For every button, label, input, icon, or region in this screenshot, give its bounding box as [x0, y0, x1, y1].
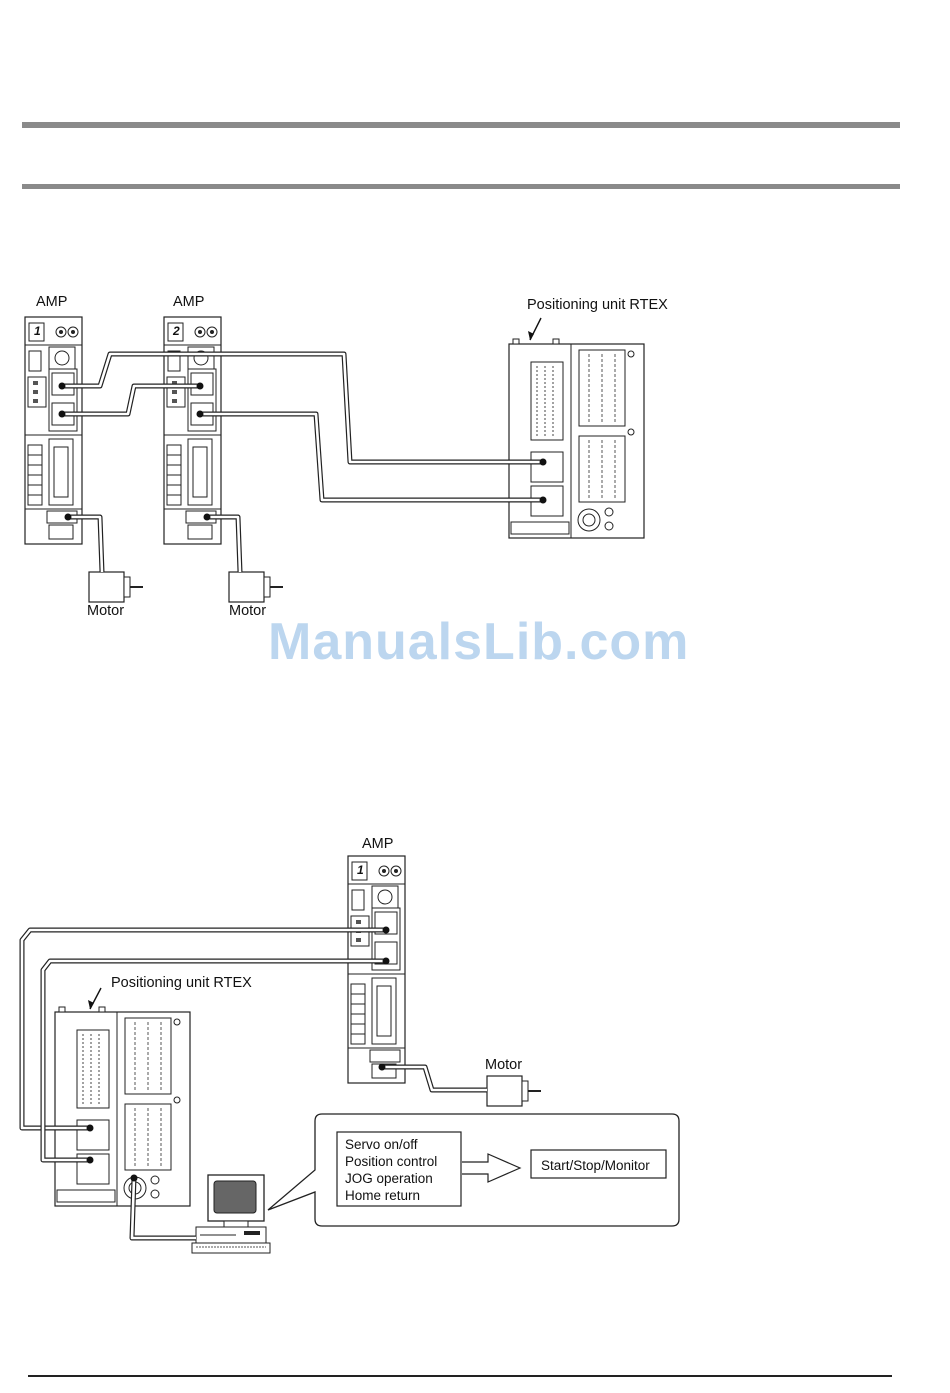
operation-position: Position control — [345, 1153, 437, 1170]
operation-jog: JOG operation — [345, 1170, 433, 1187]
amp-2-digit: 2 — [173, 324, 180, 338]
amp-1 — [25, 317, 82, 544]
amp-3-digit: 1 — [357, 863, 364, 877]
positioning-unit-rtex-1 — [509, 339, 644, 538]
motor-2-label: Motor — [229, 603, 266, 619]
amp-3 — [348, 856, 405, 1083]
motor-1 — [89, 572, 143, 602]
positioning-unit-label-2: Positioning unit RTEX — [111, 975, 252, 991]
motor-2 — [229, 572, 283, 602]
amp-1-label: AMP — [36, 294, 67, 310]
operation-home: Home return — [345, 1187, 420, 1204]
unit-pointer-arrow-1 — [528, 318, 541, 340]
result-start-stop-monitor: Start/Stop/Monitor — [541, 1157, 650, 1174]
motor-1-label: Motor — [87, 603, 124, 619]
amp-2 — [164, 317, 221, 544]
operation-servo: Servo on/off — [345, 1136, 418, 1153]
amp-1-digit: 1 — [34, 324, 41, 338]
motor-3-label: Motor — [485, 1057, 522, 1073]
positioning-unit-label-1: Positioning unit RTEX — [527, 297, 668, 313]
pc-icon — [192, 1175, 270, 1253]
cables-1 — [62, 354, 543, 572]
motor-3 — [487, 1076, 541, 1106]
unit-pointer-arrow-2 — [88, 988, 101, 1009]
footer-rule — [28, 1375, 892, 1377]
amp-3-label: AMP — [362, 836, 393, 852]
amp-2-label: AMP — [173, 294, 204, 310]
positioning-unit-rtex-2 — [55, 1007, 190, 1206]
watermark: ManualsLib.com — [268, 612, 689, 672]
